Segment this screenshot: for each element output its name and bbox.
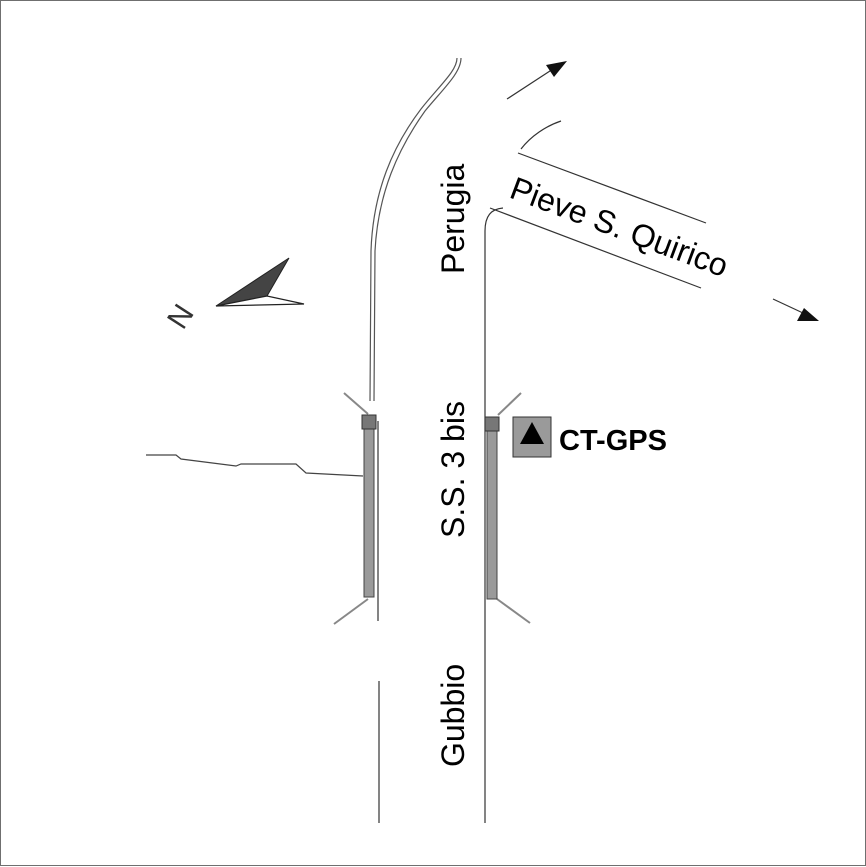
barrier-east-rail	[486, 430, 498, 600]
arrow-perugia-line	[506, 68, 554, 100]
arrow-perugia-head	[546, 61, 567, 77]
gubbio-label: Gubbio	[435, 664, 471, 767]
barrier-west-rail	[363, 428, 375, 598]
main-road-east-edge	[484, 207, 504, 823]
north-arrow-icon	[215, 257, 305, 307]
arrow-quirico-line	[772, 298, 804, 314]
barrier-west-wing-top	[343, 392, 369, 415]
station-marker-icon	[512, 416, 552, 458]
perugia-label: Perugia	[435, 164, 471, 275]
main-road-west-edge	[377, 421, 380, 823]
barrier-east-post	[484, 416, 500, 432]
branch-road-north-edge	[517, 152, 707, 224]
barrier-west-post	[361, 414, 377, 430]
main-road-label: S.S. 3 bis	[435, 401, 471, 538]
west-side-path	[146, 454, 364, 477]
arrow-quirico-head	[797, 308, 819, 321]
west-road-edge-outer	[369, 57, 458, 402]
branch-corner-arc	[520, 120, 562, 150]
barrier-east-wing-bottom	[496, 598, 531, 624]
barrier-west-wing-bottom	[333, 598, 369, 625]
branch-road-south-edge	[489, 207, 702, 289]
barrier-east-wing-top	[497, 392, 522, 416]
compass-north-label: N	[161, 299, 200, 335]
west-road-edge-inner	[373, 57, 462, 402]
station-label: CT-GPS	[559, 425, 667, 457]
